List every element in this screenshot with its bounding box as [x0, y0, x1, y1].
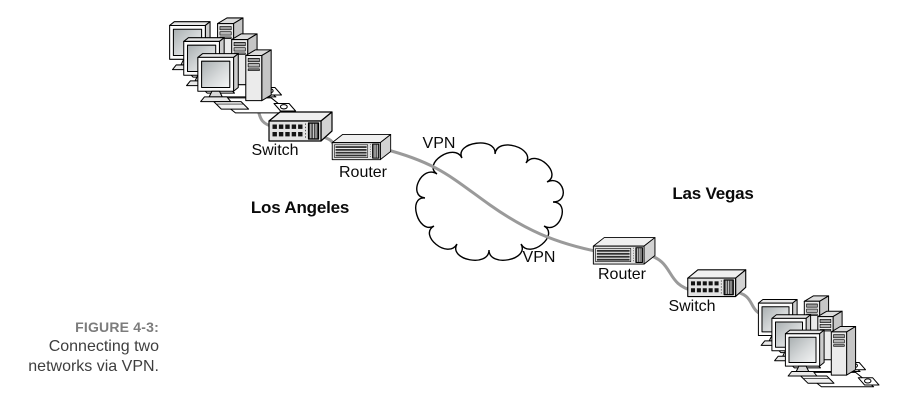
switch-label-la: Switch [251, 142, 299, 159]
cable-vpn-tunnel [382, 147, 602, 254]
city-label-las-vegas: Las Vegas [672, 184, 754, 203]
internet-cloud-icon [415, 142, 564, 261]
workstation-cluster-lv [757, 295, 880, 388]
workstation-cluster-la [169, 17, 297, 114]
router-label-la: Router [338, 164, 388, 181]
vpn-label-lower: VPN [522, 249, 556, 266]
city-label-los-angeles: Los Angeles [250, 198, 350, 217]
router-icon-lv [592, 237, 656, 265]
figure-number: FIGURE 4-3: [75, 319, 159, 335]
router-label-lv: Router [597, 266, 647, 283]
vpn-label-upper: VPN [422, 135, 456, 152]
figure-caption: FIGURE 4-3: Connecting two networks via … [0, 318, 159, 377]
switch-icon-lv [687, 269, 747, 298]
figure-caption-line-1: Connecting two [48, 338, 159, 355]
figure-caption-line-2: networks via VPN. [28, 358, 159, 375]
switch-icon-la [268, 111, 333, 142]
workstation-icon [784, 326, 880, 388]
workstation-icon [197, 49, 297, 114]
switch-label-lv: Switch [668, 298, 716, 315]
router-icon-la [331, 134, 392, 161]
